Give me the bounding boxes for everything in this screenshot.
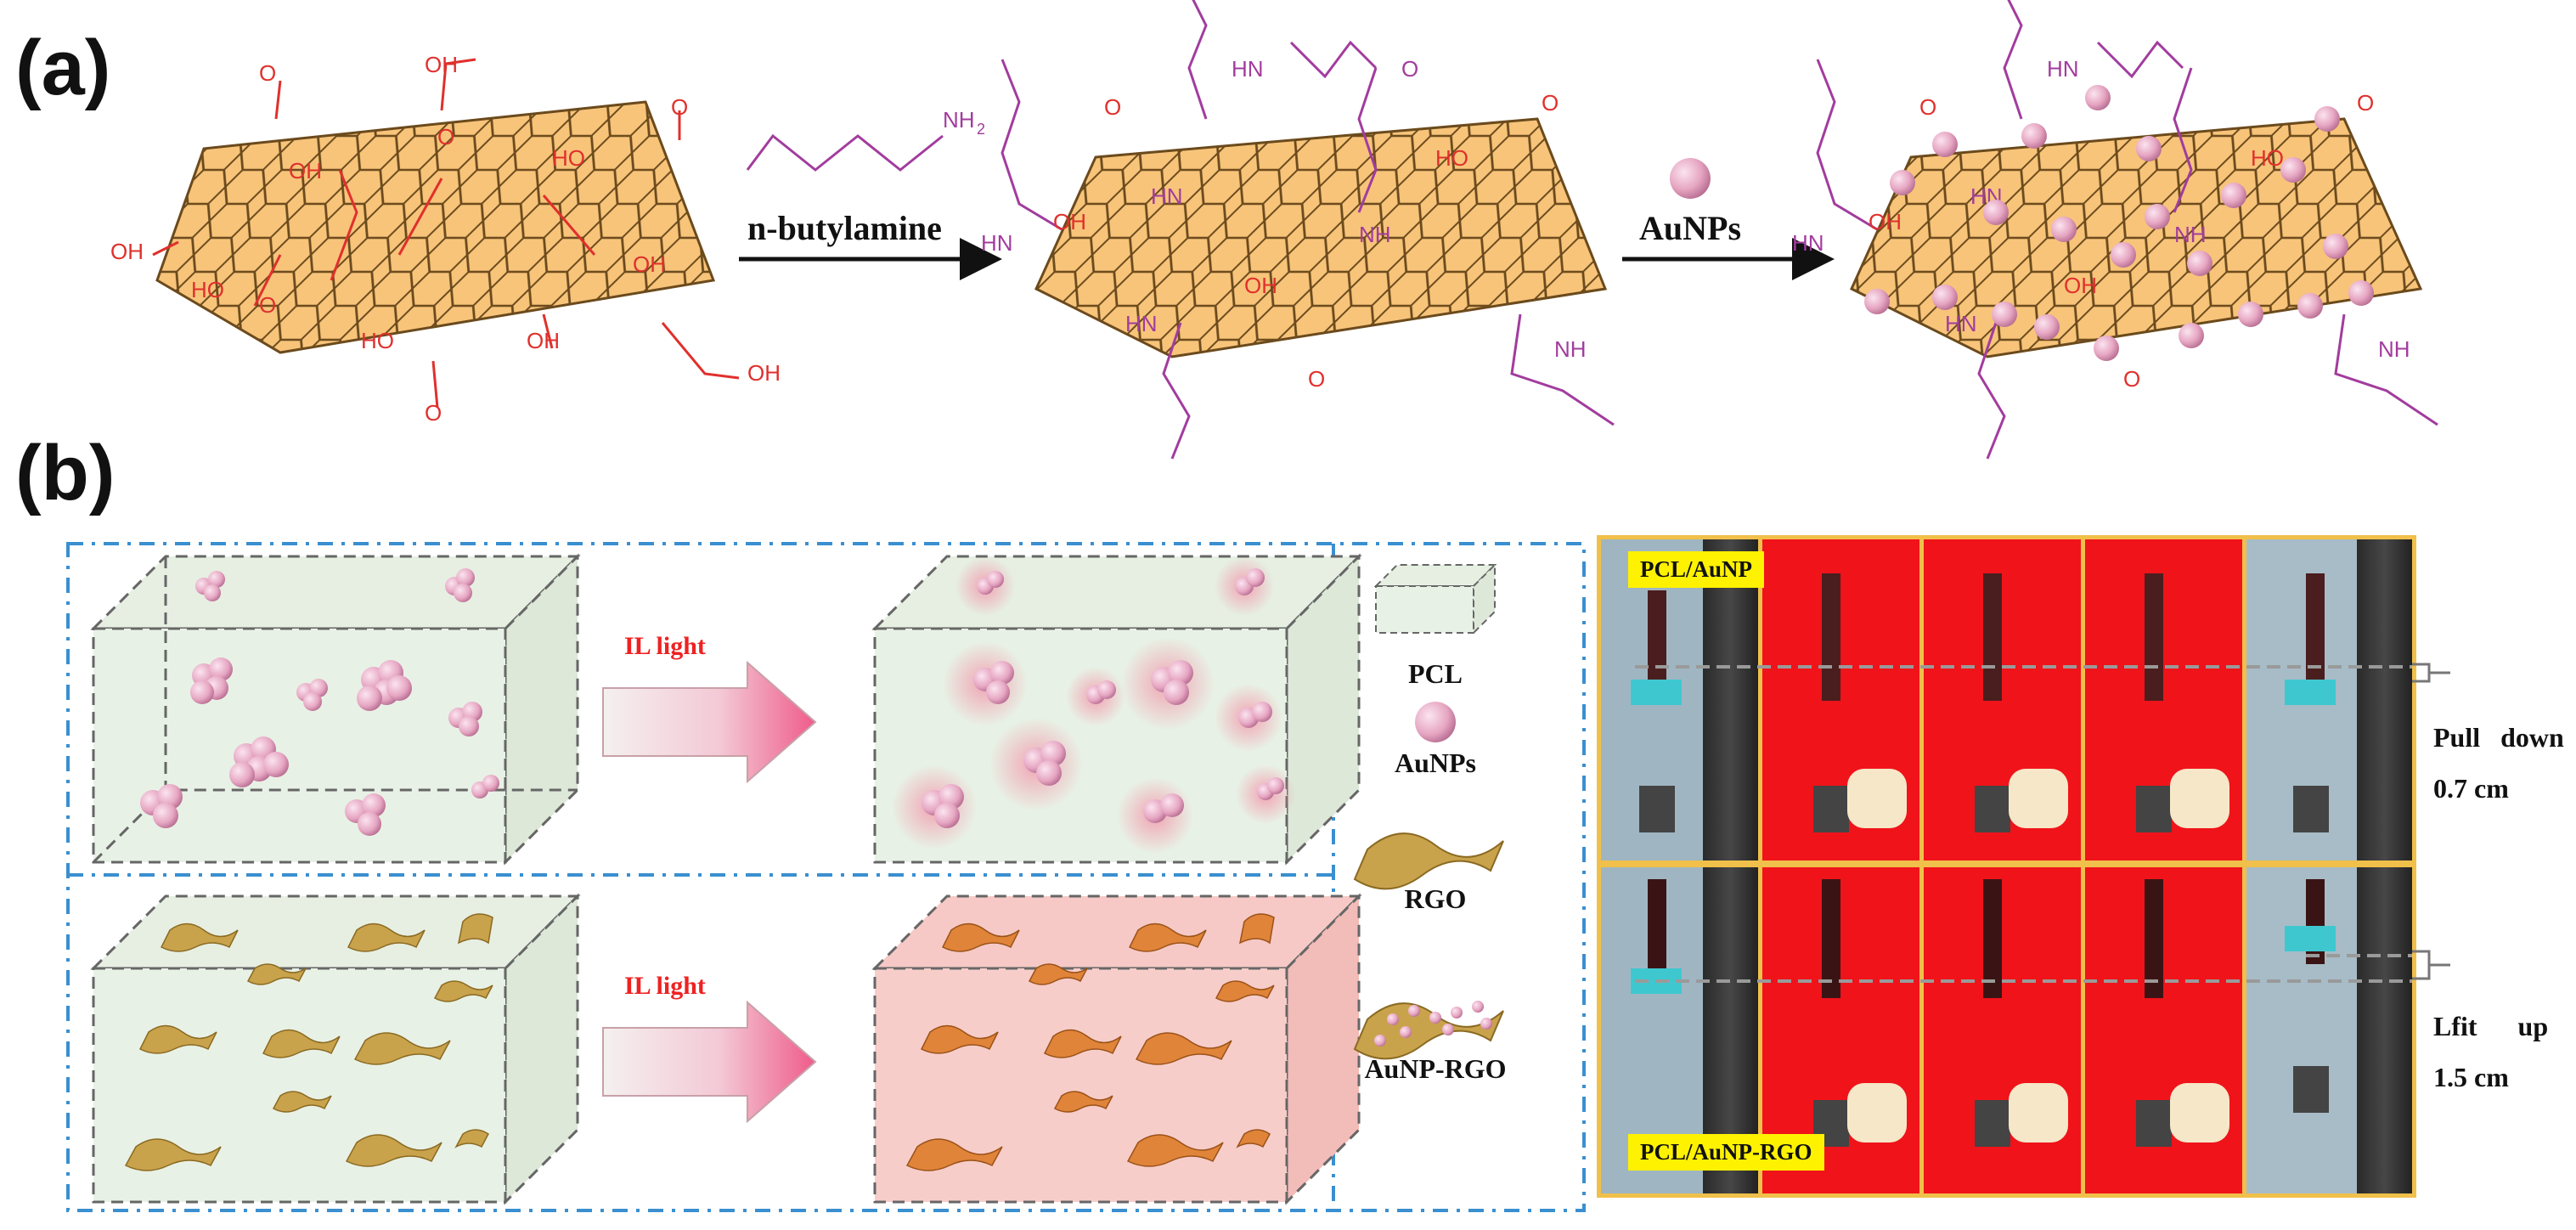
pull-down-note: Pull down bbox=[2433, 722, 2564, 753]
svg-text:OH: OH bbox=[1053, 209, 1086, 234]
svg-text:HN: HN bbox=[1232, 56, 1264, 82]
aunp-reagent bbox=[1670, 158, 1711, 199]
svg-text:HO: HO bbox=[2251, 145, 2284, 171]
il-light-arrow-2: IL light bbox=[602, 972, 817, 1124]
svg-text:HN: HN bbox=[1151, 183, 1183, 209]
svg-text:HO: HO bbox=[191, 277, 224, 302]
amine-graphene-sheet: HN HN NH HN HN NH O O O HO OH OH O bbox=[981, 0, 1615, 460]
legend bbox=[1353, 562, 1504, 1060]
photo-grid bbox=[1601, 539, 2412, 1193]
svg-text:HN: HN bbox=[1125, 311, 1158, 336]
legend-pcl-swatch bbox=[1373, 562, 1497, 635]
svg-text:O: O bbox=[259, 292, 276, 318]
svg-text:OH: OH bbox=[289, 158, 322, 183]
svg-text:HO: HO bbox=[552, 145, 585, 171]
svg-text:O: O bbox=[671, 94, 688, 120]
scheme-b: IL light bbox=[66, 542, 1586, 1212]
pull-down-value: 0.7 cm bbox=[2433, 773, 2509, 804]
svg-text:O: O bbox=[425, 400, 442, 426]
svg-text:IL light: IL light bbox=[624, 632, 706, 660]
svg-text:2: 2 bbox=[977, 121, 985, 138]
photo-tag-top: PCL/AuNP bbox=[1628, 551, 1765, 588]
svg-text:O: O bbox=[1919, 94, 1936, 120]
svg-text:OH: OH bbox=[2064, 273, 2097, 298]
pcl-aunp-box-after bbox=[871, 553, 1362, 866]
svg-text:O: O bbox=[259, 60, 276, 86]
legend-aunp-rgo-swatch bbox=[1353, 1001, 1504, 1060]
legend-aunp-swatch bbox=[1415, 702, 1456, 742]
svg-text:OH: OH bbox=[527, 328, 560, 353]
svg-text:HO: HO bbox=[361, 328, 394, 353]
scheme-a: OH O O O OH HO OH HO O OH HO OH OH O NH … bbox=[110, 0, 2438, 460]
measurement-brackets bbox=[2412, 663, 2450, 980]
svg-text:NH: NH bbox=[2378, 336, 2410, 362]
step2-label: AuNPs bbox=[1639, 209, 1741, 247]
aunp-decorated-sheet: HN HN NH HN HN NH O O HO OH OH O bbox=[1792, 0, 2438, 460]
lift-up-note: Lfit up bbox=[2433, 1011, 2549, 1041]
svg-text:O: O bbox=[1308, 366, 1325, 392]
legend-aunps-label: AuNPs bbox=[1394, 748, 1476, 778]
svg-text:NH: NH bbox=[1359, 222, 1391, 247]
graphene-oxide-sheet: OH O O O OH HO OH HO O OH HO OH OH O bbox=[110, 52, 781, 426]
lift-up-value: 1.5 cm bbox=[2433, 1062, 2509, 1092]
svg-text:O: O bbox=[437, 124, 454, 150]
svg-text:OH: OH bbox=[1869, 209, 1902, 234]
scheme-b-frame bbox=[66, 542, 1586, 1212]
svg-text:O: O bbox=[1401, 56, 1418, 82]
pcl-rgo-box-after bbox=[871, 893, 1362, 1205]
photo-row-top bbox=[1601, 539, 2412, 860]
svg-text:OH: OH bbox=[1244, 273, 1277, 298]
svg-text:O: O bbox=[1104, 94, 1121, 120]
svg-text:OH: OH bbox=[425, 52, 458, 77]
il-light-arrow-1: IL light bbox=[602, 632, 817, 784]
svg-text:OH: OH bbox=[747, 360, 781, 386]
svg-text:O: O bbox=[1542, 90, 1559, 116]
legend-pcl-label: PCL bbox=[1408, 658, 1463, 689]
svg-text:HN: HN bbox=[981, 230, 1013, 256]
legend-aunp-rgo-label: AuNP-RGO bbox=[1364, 1053, 1507, 1084]
svg-text:HN: HN bbox=[1945, 311, 1977, 336]
n-butylamine-molecule: NH 2 bbox=[746, 107, 985, 172]
panel-label-a: (a) bbox=[15, 25, 111, 111]
svg-text:HN: HN bbox=[1792, 230, 1824, 256]
pcl-aunp-box-before bbox=[90, 553, 581, 866]
svg-text:NH: NH bbox=[943, 107, 975, 133]
panel-label-b: (b) bbox=[15, 430, 116, 516]
svg-text:HN: HN bbox=[2047, 56, 2079, 82]
svg-text:OH: OH bbox=[633, 251, 666, 277]
photo-tag-bottom: PCL/AuNP-RGO bbox=[1628, 1134, 1824, 1171]
svg-text:OH: OH bbox=[110, 239, 144, 264]
photo-panel: PCL/AuNP PCL/AuNP-RGO bbox=[1597, 535, 2416, 1198]
svg-text:NH: NH bbox=[2174, 222, 2207, 247]
svg-text:O: O bbox=[2357, 90, 2374, 116]
legend-rgo-swatch bbox=[1353, 832, 1504, 890]
step1-label: n-butylamine bbox=[747, 209, 942, 247]
svg-text:IL light: IL light bbox=[624, 972, 706, 1000]
pcl-rgo-box-before bbox=[90, 893, 581, 1205]
svg-text:HO: HO bbox=[1435, 145, 1468, 171]
svg-text:O: O bbox=[2123, 366, 2140, 392]
legend-rgo-label: RGO bbox=[1404, 883, 1467, 914]
photo-row-bottom bbox=[1601, 867, 2412, 1193]
svg-text:NH: NH bbox=[1554, 336, 1587, 362]
